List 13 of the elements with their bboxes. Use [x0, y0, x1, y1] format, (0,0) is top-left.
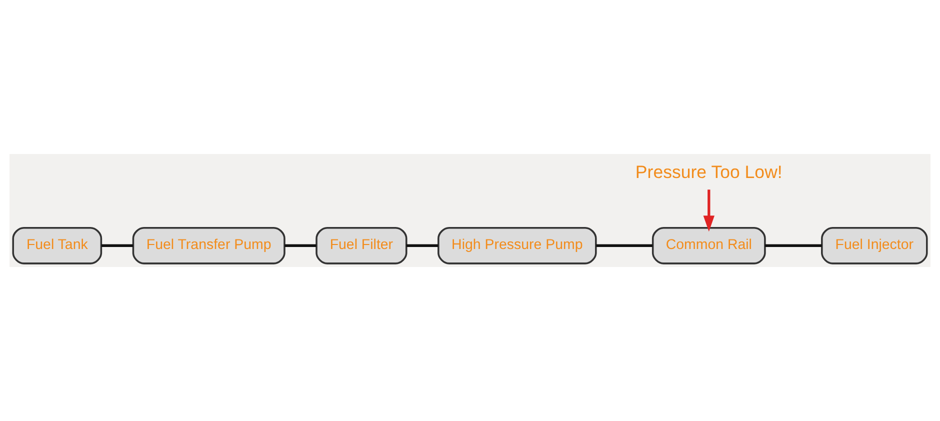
connector	[101, 244, 134, 247]
node-box: Fuel Transfer Pump	[132, 226, 286, 264]
connector	[765, 244, 822, 247]
node-box: Fuel Injector	[821, 226, 928, 264]
node-box: Common Rail	[652, 226, 766, 264]
connector	[284, 244, 316, 247]
node-box: Fuel Tank	[12, 226, 102, 264]
connector	[596, 244, 653, 247]
node-text: Pressure Too Low!	[635, 162, 782, 182]
node-box: Fuel Filter	[316, 226, 408, 264]
node-box: High Pressure Pump	[438, 226, 597, 264]
connector	[406, 244, 438, 247]
arrow	[703, 190, 715, 232]
